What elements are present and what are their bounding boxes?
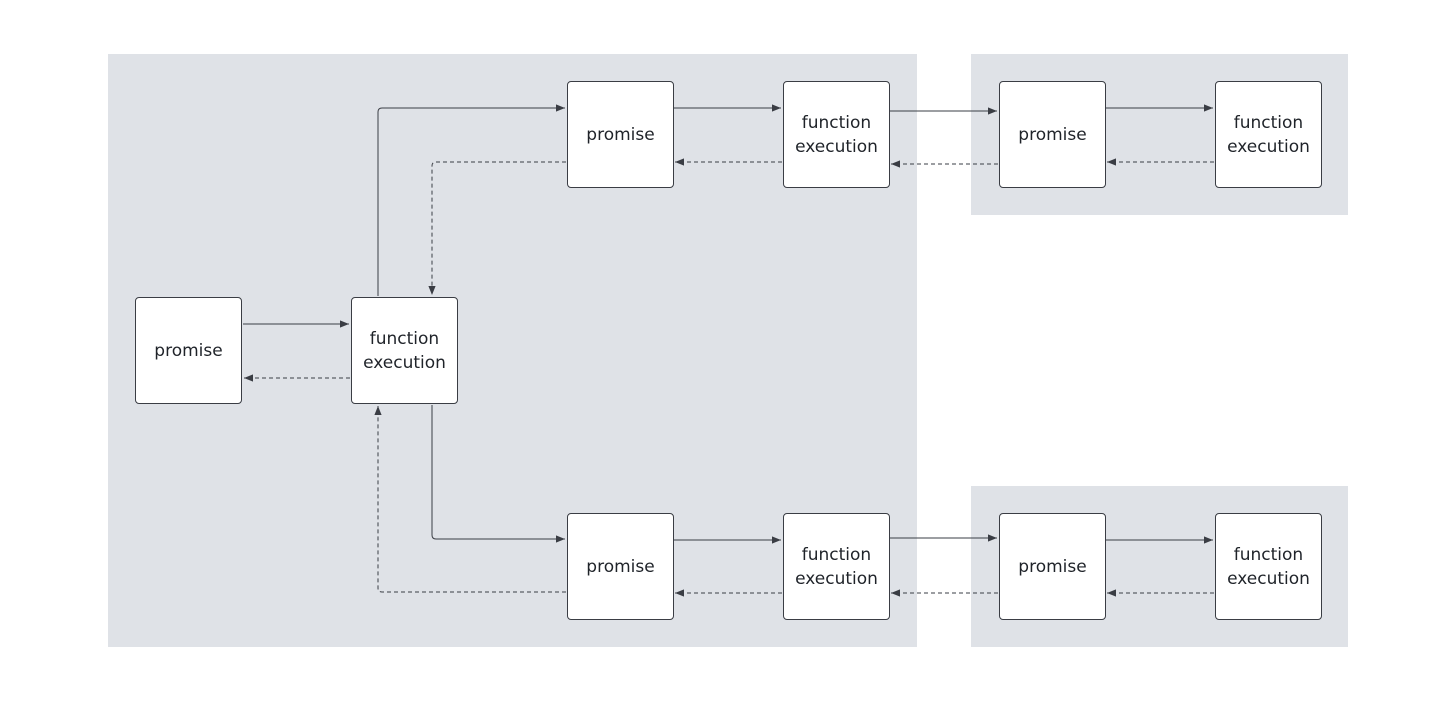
node-bottom-function-2: function execution [1215,513,1322,620]
edge-bottom-promise-1-to-root-function [374,406,566,593]
node-label: promise [1018,124,1087,145]
node-bottom-promise-1: promise [567,513,674,620]
node-bottom-function-1: function execution [783,513,890,620]
node-label: function execution [795,112,878,157]
group-main [108,54,917,647]
node-bottom-promise-2: promise [999,513,1106,620]
node-top-function-1: function execution [783,81,890,188]
edge-top-promise-1-to-root-function [428,161,566,295]
node-top-promise-2: promise [999,81,1106,188]
node-label: promise [154,340,223,361]
node-label: function execution [363,328,446,373]
node-root-promise: promise [135,297,242,404]
node-label: promise [1018,556,1087,577]
node-top-function-2: function execution [1215,81,1322,188]
node-top-promise-1: promise [567,81,674,188]
edge-root-function-to-bottom-promise-1 [431,405,565,543]
node-label: function execution [795,544,878,589]
node-label: function execution [1227,544,1310,589]
node-label: promise [586,124,655,145]
node-label: promise [586,556,655,577]
node-label: function execution [1227,112,1310,157]
edge-root-function-to-top-promise-1 [377,104,565,296]
node-root-function: function execution [351,297,458,404]
